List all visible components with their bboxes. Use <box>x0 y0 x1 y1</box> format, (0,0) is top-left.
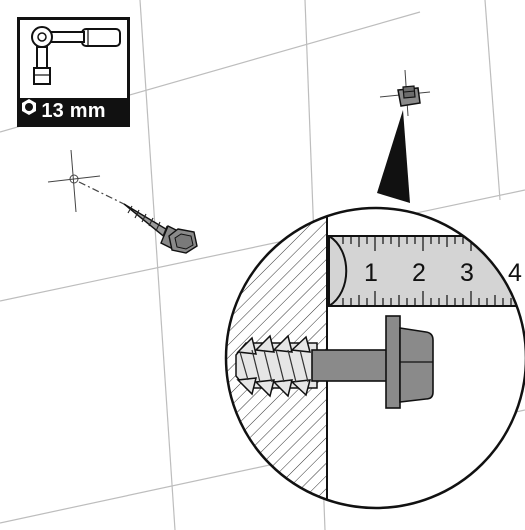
tool-size-strip: 13 mm <box>20 98 127 124</box>
wall-plug <box>235 334 318 398</box>
screw-being-inserted <box>123 203 198 254</box>
socket-wrench-icon <box>31 26 121 85</box>
insertion-path <box>78 181 127 206</box>
tool-badge: 13 mm <box>17 17 130 127</box>
callout-pointer <box>377 110 410 203</box>
measuring-tape <box>328 235 525 307</box>
magnifier-lens: 1 2 3 4 <box>224 206 525 510</box>
magnifier-lens-outline <box>224 206 525 510</box>
tool-size-label: 13 mm <box>41 100 106 122</box>
hex-nut-icon <box>22 99 36 115</box>
tape-number-3: 3 <box>460 259 474 287</box>
tape-number-1: 1 <box>364 259 378 287</box>
tape-number-2: 2 <box>412 259 426 287</box>
bolt-in-wall <box>239 315 434 409</box>
tape-number-4: 4 <box>508 259 522 287</box>
tape-scale-numbers: 1 2 3 4 <box>364 259 522 287</box>
drill-mark-left <box>47 149 101 213</box>
mounted-bolt-head <box>397 85 421 107</box>
